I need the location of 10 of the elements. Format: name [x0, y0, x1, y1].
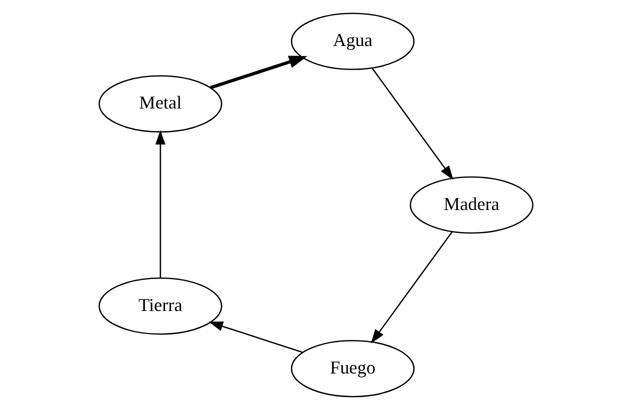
node-ellipse: Madera	[410, 176, 534, 234]
node-ellipse: Fuego	[290, 340, 415, 398]
arrow	[370, 231, 453, 344]
node-ellipse: Tierra	[98, 277, 222, 335]
arrow	[210, 56, 308, 90]
node-ellipse: Metal	[98, 75, 222, 133]
arrow	[208, 321, 303, 353]
arrow	[372, 68, 454, 180]
arrow	[155, 130, 166, 278]
node-ellipse: Agua	[290, 12, 415, 70]
